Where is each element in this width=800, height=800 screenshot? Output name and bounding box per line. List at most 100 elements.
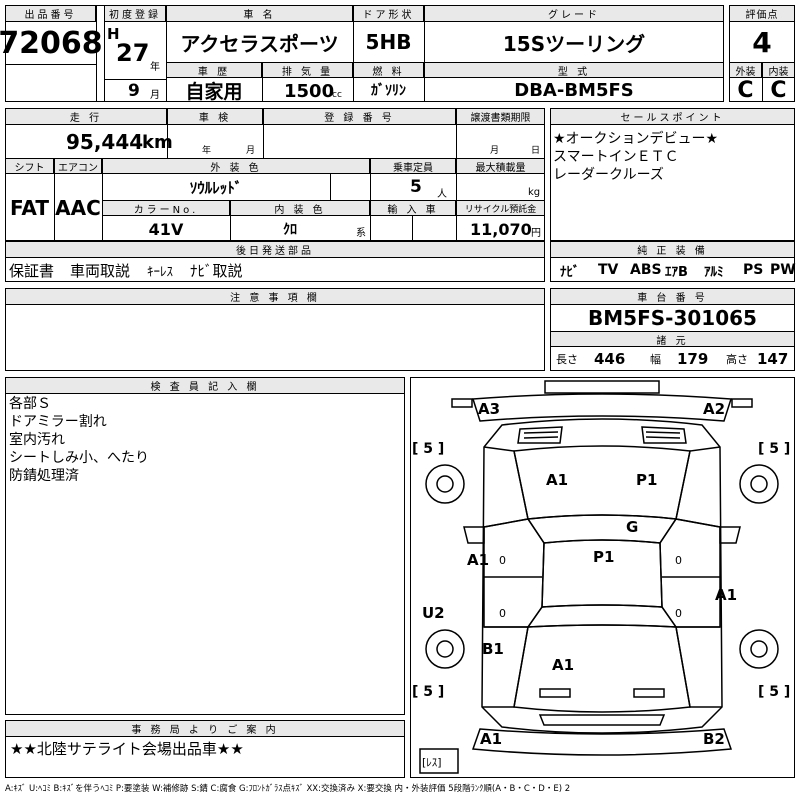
fuel-label: 燃 料 <box>353 62 424 78</box>
car-name: アクセラスポーツ <box>180 31 339 56</box>
height: 147 <box>757 350 789 368</box>
recycle-deposit: 11,070 <box>470 219 532 239</box>
history-label: 車 歴 <box>166 62 262 78</box>
taillight-right <box>633 688 665 698</box>
notes-label: 注 意 事 項 欄 <box>5 288 545 305</box>
int-color-unit: 系 <box>356 227 366 239</box>
int-color: ｸﾛ <box>283 222 297 238</box>
mark-b2: B2 <box>703 730 725 748</box>
mark-a1-hood: A1 <box>546 471 569 489</box>
mark-u2: U2 <box>422 604 445 622</box>
capacity: 5 <box>410 177 422 197</box>
accessory-nav-manual: ﾅﾋﾞ取説 <box>190 261 243 280</box>
shift-label: シフト <box>5 158 54 174</box>
accessory-keyless: ｷｰﾚｽ <box>147 264 173 280</box>
damage-diagram <box>410 377 795 778</box>
sales-point-text: ★オークションデビュー★ スマートインＥＴＣ レーダークルーズ <box>553 131 719 183</box>
dims-label: 諸 元 <box>550 331 795 347</box>
model-label: 型 式 <box>424 62 724 78</box>
mirror-right <box>719 526 741 544</box>
sales-point-block <box>550 108 795 241</box>
ext-color-label: 外 装 色 <box>102 158 370 174</box>
ac-label: エアコン <box>54 158 102 174</box>
sales-point-label: セールスポイント <box>550 108 795 125</box>
tailgate-panel <box>513 624 691 713</box>
left-doors <box>483 518 545 628</box>
mirror-left <box>463 526 485 544</box>
headlight-right <box>641 426 687 444</box>
equip-tv: TV <box>598 262 619 278</box>
inspection-label: 車 検 <box>167 108 263 125</box>
interior-label: 内装 <box>762 62 795 78</box>
car-name-label: 車 名 <box>166 5 353 22</box>
score-label: 評価点 <box>729 5 795 22</box>
mark-a1-left: A1 <box>467 551 490 569</box>
reg-year-unit: 年 <box>150 61 160 73</box>
mark-g: G <box>626 518 639 536</box>
taillight-left <box>539 688 571 698</box>
recycle-label: リサイクル預託金 <box>456 200 545 216</box>
accessories-label: 後日発送部品 <box>5 241 545 258</box>
transfer-label: 譲渡書類期限 <box>456 108 545 125</box>
mileage-unit: km <box>142 131 173 153</box>
chassis-number: BM5FS-301065 <box>588 306 757 330</box>
inspector-block <box>5 377 405 715</box>
spare-box <box>419 748 459 774</box>
equip-alloy: ｱﾙﾐ <box>704 264 724 280</box>
equip-airbag: ｴｱB <box>665 264 688 280</box>
equipment-label: 純 正 装 備 <box>550 241 795 258</box>
reg-year: 27 <box>116 39 150 67</box>
tire-rear-right <box>739 629 779 669</box>
mark-tire-bl: [ 5 ] <box>412 684 445 700</box>
displacement-label: 排 気 量 <box>262 62 353 78</box>
transfer-month-unit: 月 <box>490 145 500 156</box>
mirror-bar-left <box>451 398 473 408</box>
accessory-warranty: 保証書 <box>9 261 55 280</box>
model-code: DBA-BM5FS <box>514 79 634 101</box>
ac: AAC <box>55 196 101 220</box>
fuel: ｶﾞｿﾘﾝ <box>371 83 406 99</box>
exterior-label: 外装 <box>729 62 762 78</box>
mark-tire-tr: [ 5 ] <box>758 441 791 457</box>
tire-front-right <box>739 464 779 504</box>
load-unit: kg <box>528 186 541 198</box>
headlight-left <box>517 426 563 444</box>
mark-zero-left: 0 <box>499 553 506 567</box>
mark-a1-right: A1 <box>715 586 738 604</box>
first-reg-label: 初度登録 <box>104 5 166 22</box>
office-notice: ★★北陸サテライト会場出品車★★ <box>10 739 244 758</box>
car-diagram-svg <box>419 380 779 774</box>
recycle-unit: 円 <box>531 227 541 239</box>
office-label: 事 務 局 よ り ご 案 内 <box>5 720 405 737</box>
equip-ps: PS <box>743 262 764 278</box>
hood-panel <box>513 445 691 520</box>
era-mark: H <box>107 25 120 43</box>
capacity-unit: 人 <box>437 188 447 200</box>
spec-block <box>5 108 545 241</box>
mirror-bar-right <box>731 398 753 408</box>
body-outline <box>481 418 723 734</box>
width: 179 <box>677 350 709 368</box>
rear-bumper-outline <box>471 728 733 756</box>
color-no-label: カラーNo. <box>102 200 230 216</box>
inspection-month-unit: 月 <box>246 145 256 156</box>
mark-a1-bottom: A1 <box>480 730 503 748</box>
mark-spare: [ﾚｽ] <box>422 756 442 769</box>
int-color-label: 内 装 色 <box>230 200 370 216</box>
displacement: 1500 <box>284 80 335 102</box>
inspector-label: 検 査 員 記 入 欄 <box>5 377 405 394</box>
equip-abs: ABS <box>630 262 662 278</box>
inspection-year-unit: 年 <box>202 145 212 156</box>
equip-nav: ﾅﾋﾞ <box>560 264 580 280</box>
windshield <box>526 514 678 544</box>
right-doors <box>659 518 721 628</box>
interior-grade: C <box>770 77 787 103</box>
rear-window <box>526 604 678 628</box>
legend-footer: A:ｷｽﾞ U:ﾍｺﾐ B:ｷｽﾞを伴うﾍｺﾐ P:要塗装 W:補修跡 S:錆 … <box>5 784 571 794</box>
lot-no-label: 出品番号 <box>5 5 96 22</box>
length-label: 長さ <box>556 353 578 366</box>
mileage-label: 走 行 <box>5 108 167 125</box>
mark-b1: B1 <box>482 640 504 658</box>
front-bumper-outline <box>471 393 733 422</box>
mark-p1-roof: P1 <box>593 548 615 566</box>
